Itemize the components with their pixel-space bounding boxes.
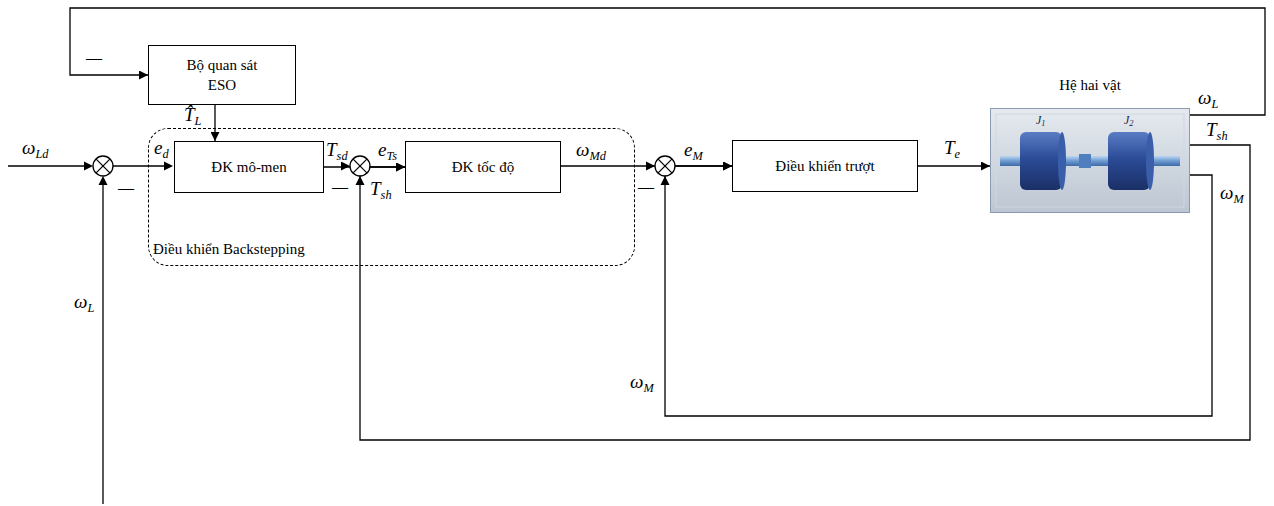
observer-box: Bộ quan sát ESO [148, 45, 296, 105]
node-text: ĐK tốc độ [452, 157, 515, 177]
minus-sign: — [118, 180, 134, 196]
minus-sign: — [638, 179, 654, 195]
minus-sign: — [332, 179, 348, 195]
signal-name: ωLd [20, 138, 50, 160]
node-text: Bộ quan sát ESO [172, 55, 272, 96]
signal-name: T̂L [182, 105, 203, 127]
signal-connector [214, 105, 215, 141]
minus-sign: — [86, 50, 102, 66]
signal-name: ed [152, 138, 171, 160]
node-text: Điều khiển trượt [775, 156, 874, 176]
plant-box: Hệ hai vật [990, 108, 1190, 213]
controller-box: Điều khiển trượt [732, 140, 918, 192]
signal-name: Tsh [368, 179, 394, 201]
signal-name: Te [942, 138, 962, 160]
signal-name: eM [682, 140, 705, 162]
signal-name: ωM [1218, 183, 1246, 205]
signal-name: ωL [72, 292, 96, 314]
signal-name: ωL [1196, 88, 1220, 110]
signal-name: ωM [628, 372, 656, 394]
controller-box: ĐK tốc độ [405, 141, 561, 193]
node-text: Hệ hai vật [991, 75, 1189, 95]
signal-connector [918, 165, 990, 166]
signal-connector [70, 8, 1265, 115]
signal-name: eTs [376, 140, 399, 162]
signal-name: Tsh [1204, 120, 1230, 142]
signal-name: ωMd [574, 140, 608, 162]
signal-name: Tsd [324, 140, 350, 162]
node-text: ĐK mô-men [211, 157, 286, 177]
node-text: Điều khiển Backstepping [153, 239, 305, 259]
inertia-label: J2 [1124, 114, 1134, 129]
controller-box: ĐK mô-men [174, 141, 324, 193]
inertia-label: J1 [1036, 114, 1046, 129]
